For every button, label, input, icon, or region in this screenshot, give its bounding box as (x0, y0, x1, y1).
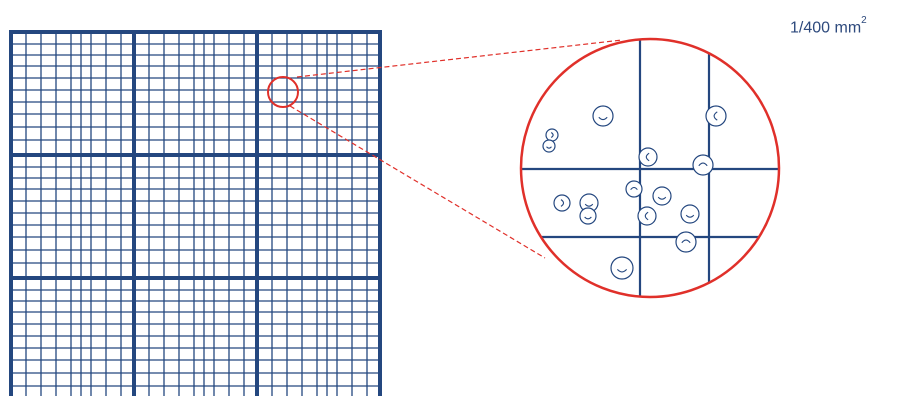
cell-circle-icon (580, 208, 596, 224)
square-area-exponent: 2 (861, 15, 867, 26)
square-area-label: 1/400 mm2 (790, 18, 867, 37)
square-area-value: 1/400 mm (790, 19, 861, 36)
cell-circle-icon (626, 181, 642, 197)
zoom-connector-bottom (290, 106, 545, 258)
cell-circle-icon (611, 257, 633, 279)
counting-chamber-grid (9, 32, 382, 396)
cell-circle-icon (639, 148, 657, 166)
cell-circle-icon (638, 207, 656, 225)
zoom-connector-top (297, 40, 622, 77)
cell-circle-icon (554, 195, 570, 211)
cell-circle-icon (681, 205, 699, 223)
cell-circle-icon (546, 129, 558, 141)
cell-circle-icon (706, 106, 726, 126)
cell-circle-icon (653, 187, 671, 205)
cell-circle-icon (543, 140, 555, 152)
cell-circle-icon (693, 155, 713, 175)
magnified-view (510, 30, 790, 310)
cell-circle-icon (593, 106, 613, 126)
cells-group (543, 106, 726, 279)
cell-circle-icon (676, 232, 696, 252)
